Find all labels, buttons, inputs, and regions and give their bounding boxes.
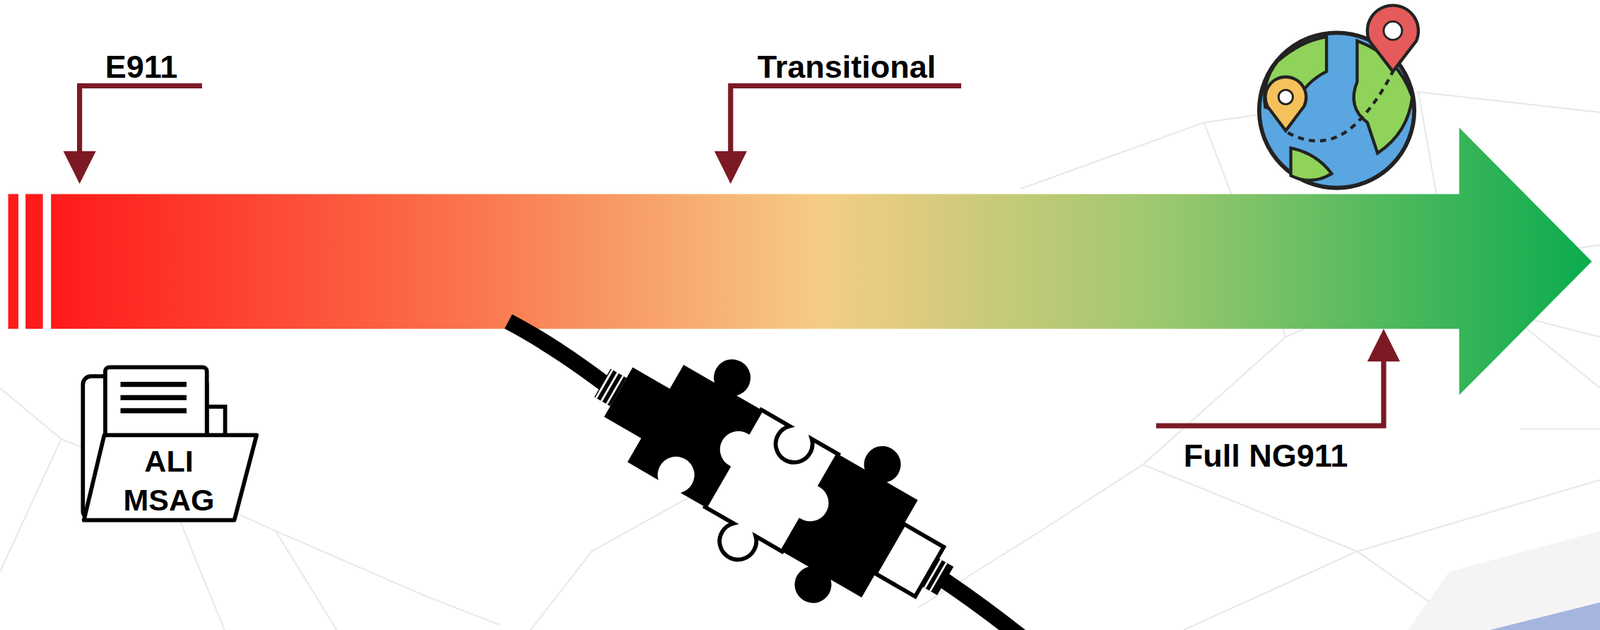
timeline-stage-label: Full NG911 <box>1183 439 1349 472</box>
timeline-stage-label: Transitional <box>757 50 937 83</box>
globe-icon <box>1259 5 1419 188</box>
timeline-stage-label: E911 <box>105 50 179 83</box>
document-folder: ALI MSAG <box>79 363 259 523</box>
puzzle-connector <box>461 250 1080 630</box>
folder-label: ALI MSAG <box>119 441 219 520</box>
